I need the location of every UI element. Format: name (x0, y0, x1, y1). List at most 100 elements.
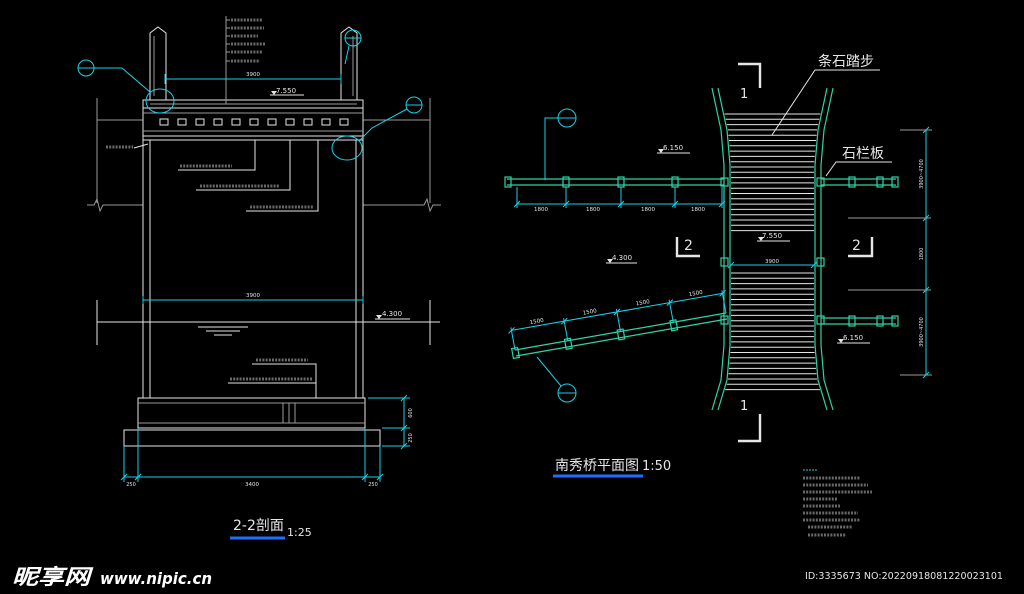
lower-railing-dim-label: 1500 (582, 308, 597, 316)
rebar-leader-2 (196, 140, 291, 191)
lower-railing-extension-line (563, 318, 569, 341)
plan-elevation-lower-right: 6.150 (843, 334, 863, 342)
deck-slab-inner-lines (143, 112, 363, 132)
railing-post (504, 176, 512, 188)
lower-railing-dim-label: 1500 (688, 290, 703, 298)
section-cut-1-top-label: 1 (740, 87, 748, 102)
slab-void (339, 118, 349, 126)
section-cut-2-right-label: 2 (852, 238, 861, 254)
section-cut-1-bottom (738, 414, 762, 443)
base-right-label: 250 (368, 482, 378, 488)
lower-railing-extension-line (510, 327, 516, 351)
slab-void (267, 118, 277, 126)
plan-elevation-upper-left: 6.150 (663, 144, 683, 152)
deck-post (720, 257, 729, 267)
section-deck-elevation-mark (271, 91, 277, 95)
section-drawing: 3900 7.550 3900 4.300 250 3400 250 600 (77, 16, 441, 540)
railing-post (848, 315, 856, 327)
plan-deck-elevation-mark (758, 237, 764, 241)
clear-width-dimension-line (142, 296, 364, 304)
lower-railing-extension-line (721, 290, 727, 314)
railing-post (891, 315, 899, 327)
upper-left-railing (507, 178, 724, 186)
detail-callout-leader (344, 37, 361, 65)
slab-void (159, 118, 169, 126)
railing-post (876, 315, 884, 327)
cushion-height-label: 250 (408, 433, 414, 443)
railing-label-leader (825, 161, 892, 177)
section-title: 2-2剖面 (233, 518, 284, 534)
detail-callout-region (145, 88, 175, 114)
abutment-walls (142, 120, 364, 398)
section-cut-1-top (738, 62, 762, 88)
plan-elevation-upper-left-mark (658, 149, 664, 153)
slab-void (285, 118, 295, 126)
watermark-id: ID:3335673 NO:20220918081220023101 (805, 571, 1003, 582)
plan-elevation-lower-left-mark (607, 259, 613, 263)
slab-void (195, 118, 205, 126)
layer-note-leader (225, 16, 230, 104)
notes-text (803, 476, 872, 537)
lower-railing-dimension-tick (613, 308, 621, 316)
railing-post (876, 176, 884, 188)
watermark: 昵享网 www.nipic.cn ID:3335673 NO:202209180… (12, 565, 1003, 589)
water-level-line (96, 300, 440, 345)
detail-callout-leader (78, 67, 151, 93)
footing-height-label: 600 (408, 408, 414, 418)
watermark-brand: 昵享网 (12, 565, 94, 589)
railing-label: 石栏板 (842, 146, 884, 162)
footing-height-dimension-line (368, 394, 410, 450)
plan-detail-callout-leader (544, 117, 576, 180)
slab-void (177, 118, 187, 126)
section-deck-elevation: 7.550 (276, 87, 296, 95)
section-water-elevation-mark (376, 315, 382, 319)
lower-railing-dimension-tick (666, 299, 674, 306)
deck-left-edge-inner (717, 87, 731, 411)
watermark-url: www.nipic.cn (100, 569, 212, 588)
upper-railing-dim-label: 1800 (534, 207, 548, 213)
footing (137, 397, 366, 429)
deck-width-dimension-line (727, 261, 818, 269)
top-width-dimension-line (164, 74, 342, 84)
section-cut-2-left (675, 237, 700, 258)
stone-steps (724, 113, 821, 391)
upper-railing-dim-label: 1800 (691, 207, 705, 213)
rebar-leader-3 (246, 140, 319, 212)
section-cut-1-bottom-label: 1 (740, 399, 748, 414)
slab-void (249, 118, 259, 126)
foundation-note-text (230, 358, 312, 381)
lower-railing-dimension-tick (719, 290, 726, 297)
lower-railing-dim-label: 1500 (635, 299, 650, 307)
rebar-leader-1 (178, 140, 256, 171)
plan-scale: 1:50 (642, 459, 671, 474)
gravel-cushion (123, 429, 381, 447)
deck-right-edge-inner (814, 87, 828, 411)
deck-width-label: 3900 (765, 259, 779, 265)
right-railing-posts (848, 176, 899, 327)
right-soil-boundary (363, 98, 441, 213)
plan-elevation-lower-left: 4.300 (612, 254, 632, 262)
lower-railing-dimension-tick (560, 317, 568, 325)
lower-railing-extension-line (668, 299, 674, 323)
slab-void (231, 118, 241, 126)
railing-post (891, 176, 899, 188)
section-water-elevation: 4.300 (382, 310, 402, 318)
plan-title: 南秀桥平面图 (555, 458, 639, 474)
footing-rebar-lines (138, 402, 365, 424)
upper-railing-dim-label: 1800 (586, 207, 600, 213)
right-extension-lines (848, 129, 932, 376)
deck-post (816, 177, 825, 187)
right-dimension-line (922, 126, 930, 379)
railing-post (848, 176, 856, 188)
plan-detail-callout-leader (536, 356, 576, 394)
deck-slab (142, 107, 364, 137)
railing-note-leader (133, 143, 149, 149)
section-cut-2-right (848, 237, 874, 258)
right-dim-label: 1800 (919, 248, 925, 261)
right-railings (821, 178, 896, 325)
layer-note-text (231, 18, 266, 63)
deck-post (816, 315, 825, 325)
lower-railing-dimension (508, 290, 727, 351)
plan-elevation-lower-right-mark (838, 339, 844, 343)
